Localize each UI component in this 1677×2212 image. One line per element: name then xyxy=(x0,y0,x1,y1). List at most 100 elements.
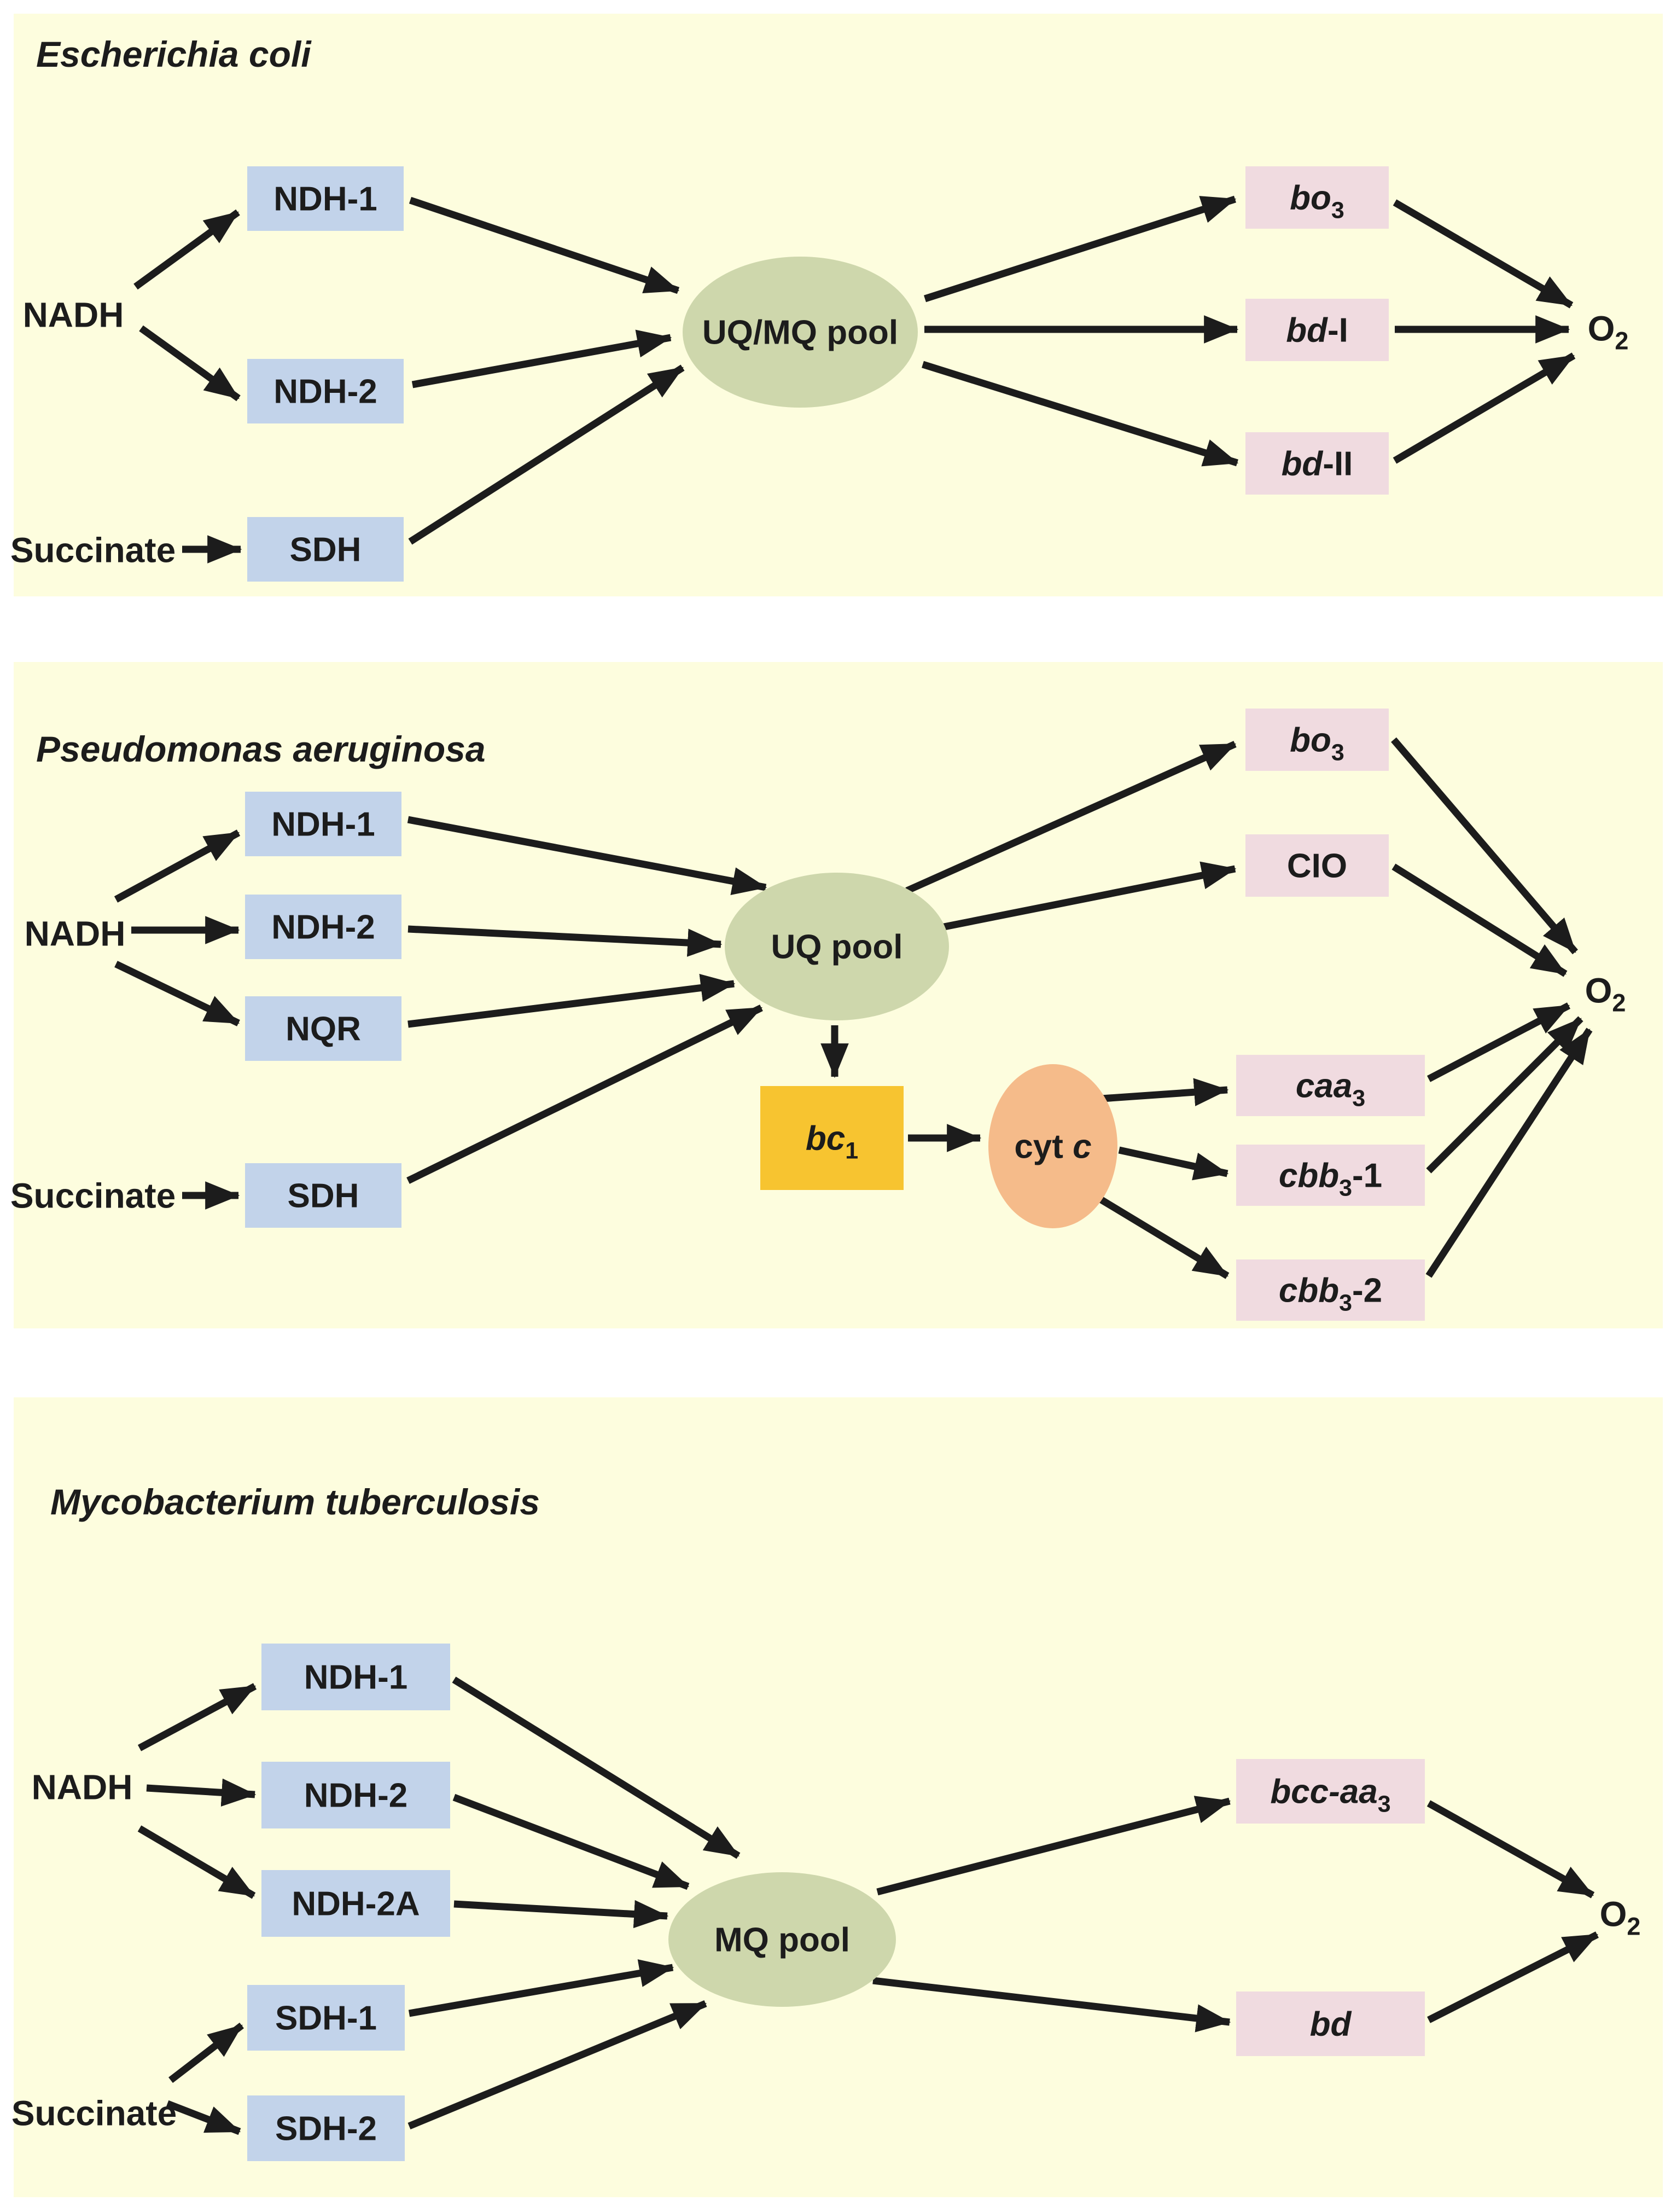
node-nqr-label: NQR xyxy=(286,1011,361,1048)
arrow-ndh-2-to-uq-pool xyxy=(407,925,723,957)
node-ndh-2-box xyxy=(247,359,404,423)
node-nadh-label: NADH xyxy=(25,914,126,953)
node-ndh-2-box xyxy=(245,895,401,959)
arrow-cbb3-1-to-o2 xyxy=(1426,1016,1583,1174)
arrow-bo3-to-o2 xyxy=(1393,199,1574,309)
arrow-nadh-to-nqr xyxy=(114,961,240,1026)
node-sdh-2-label: SDH-2 xyxy=(275,2110,377,2148)
arrow-nadh-to-ndh-2 xyxy=(139,325,241,402)
arrow-cyt-c-to-caa3 xyxy=(1101,1078,1229,1106)
panel-pseudomonas-aeruginosa: Pseudomonas aeruginosaNADHSuccinateNDH-1… xyxy=(10,662,1663,1328)
node-bd-i-box xyxy=(1245,299,1389,361)
arrow-caa3-to-o2 xyxy=(1426,1002,1571,1082)
arrow-ndh-1-to-uq-pool xyxy=(407,816,767,895)
node-nadh-label: NADH xyxy=(23,295,124,334)
panel-mycobacterium-tuberculosis-title: Mycobacterium tuberculosis xyxy=(50,1482,540,1522)
node-ndh-1-label: NDH-1 xyxy=(273,181,377,218)
node-o2-label: O2 xyxy=(1600,1894,1641,1940)
arrow-bo3-to-o2 xyxy=(1391,737,1578,955)
node-ndh-1-box xyxy=(247,166,404,231)
node-mq-pool-ellipse xyxy=(668,1872,896,2007)
node-bd-box xyxy=(1236,1992,1425,2056)
arrow-cyt-c-to-cbb3-2 xyxy=(1098,1196,1230,1279)
arrow-nadh-to-ndh-1 xyxy=(114,829,241,903)
node-uq-pool-label: UQ pool xyxy=(771,928,902,966)
node-bo3-box xyxy=(1245,166,1389,229)
arrow-ndh-1-to-uq-mq-pool xyxy=(409,196,680,294)
node-bo3-label: bo3 xyxy=(1290,179,1344,224)
arrow-cyt-c-to-cbb3-1 xyxy=(1118,1146,1229,1181)
node-ndh-2a-box xyxy=(261,1870,450,1937)
node-caa3-box xyxy=(1236,1055,1425,1116)
node-cbb3-1-label: cbb3-1 xyxy=(1279,1157,1382,1201)
node-bc1-label: bc1 xyxy=(806,1120,858,1164)
node-cbb3-2-box xyxy=(1236,1259,1425,1321)
node-sdh-1-label: SDH-1 xyxy=(275,2000,377,2037)
arrow-nqr-to-uq-pool xyxy=(407,973,736,1028)
node-cyt-c-label: cyt c xyxy=(1014,1128,1091,1166)
arrow-bcc-aa3-to-o2 xyxy=(1426,1800,1595,1899)
node-ndh-1-label: NDH-1 xyxy=(304,1659,407,1697)
node-cbb3-2-label: cbb3-2 xyxy=(1279,1272,1382,1316)
node-bcc-aa3-box xyxy=(1236,1759,1425,1824)
node-nqr-box xyxy=(245,996,401,1061)
node-bo3-label: bo3 xyxy=(1290,722,1344,766)
node-sdh-box xyxy=(247,517,404,582)
arrow-nadh-to-ndh-2a xyxy=(137,1825,256,1899)
arrow-uq-pool-to-cio xyxy=(938,861,1237,932)
node-uq-mq-pool-ellipse xyxy=(683,257,918,408)
arrow-cio-to-o2 xyxy=(1391,863,1568,977)
node-cio-box xyxy=(1245,834,1389,897)
node-ndh-2a-label: NDH-2A xyxy=(292,1885,420,1923)
node-succinate-label: Succinate xyxy=(11,2093,177,2133)
arrow-succinate-to-sdh-2 xyxy=(166,2100,241,2135)
node-cyt-c-ellipse xyxy=(988,1064,1117,1228)
arrow-ndh-2-to-uq-mq-pool xyxy=(411,329,672,388)
arrow-sdh-to-uq-pool xyxy=(406,1005,763,1184)
node-bc1-box xyxy=(760,1086,904,1190)
arrow-sdh-1-to-mq-pool xyxy=(408,1959,674,2017)
arrow-uq-mq-pool-to-bd-ii xyxy=(922,361,1239,467)
node-succinate-label: Succinate xyxy=(10,530,176,570)
node-sdh-label: SDH xyxy=(290,531,362,569)
node-bo3-box xyxy=(1245,709,1389,771)
arrow-nadh-to-ndh-1 xyxy=(137,1683,257,1751)
node-succinate-label: Succinate xyxy=(10,1176,176,1215)
arrow-succinate-to-sdh-1 xyxy=(168,2022,244,2083)
node-bcc-aa3-label: bcc-aa3 xyxy=(1270,1773,1390,1818)
node-bd-label: bd xyxy=(1310,2006,1352,2043)
node-nadh-label: NADH xyxy=(32,1767,133,1807)
arrow-ndh-2a-to-mq-pool xyxy=(453,1900,669,1929)
node-ndh-2-label: NDH-2 xyxy=(271,909,375,947)
node-o2-label: O2 xyxy=(1585,971,1626,1017)
node-bd-ii-label: bd-II xyxy=(1282,445,1353,483)
panel-escherichia-coli-title: Escherichia coli xyxy=(36,34,312,74)
arrow-nadh-to-ndh-2 xyxy=(146,1778,257,1807)
node-ndh-2-box xyxy=(261,1762,450,1828)
node-uq-pool-ellipse xyxy=(725,873,949,1020)
node-cio-label: CIO xyxy=(1287,847,1347,885)
arrow-sdh-2-to-mq-pool xyxy=(407,2000,707,2130)
node-ndh-2-label: NDH-2 xyxy=(273,373,377,411)
panel-pseudomonas-aeruginosa-title: Pseudomonas aeruginosa xyxy=(36,729,486,769)
arrow-cbb3-2-to-o2 xyxy=(1425,1027,1593,1278)
node-o2-label: O2 xyxy=(1588,309,1629,355)
arrow-bd-to-o2 xyxy=(1427,1931,1599,2023)
node-bd-ii-box xyxy=(1245,432,1389,495)
node-sdh-box xyxy=(245,1163,401,1228)
node-sdh-1-box xyxy=(247,1985,405,2051)
node-ndh-1-box xyxy=(245,792,401,856)
arrow-ndh-1-to-mq-pool xyxy=(452,1676,741,1859)
node-ndh-1-box xyxy=(261,1644,450,1710)
arrow-sdh-to-uq-mq-pool xyxy=(408,364,685,545)
arrow-bd-ii-to-o2 xyxy=(1393,352,1576,464)
node-ndh-2-label: NDH-2 xyxy=(304,1777,407,1815)
node-mq-pool-label: MQ pool xyxy=(714,1921,850,1959)
node-sdh-2-box xyxy=(247,2095,405,2161)
arrow-uq-mq-pool-to-bo3 xyxy=(924,195,1237,303)
arrow-ndh-2-to-mq-pool xyxy=(452,1793,690,1890)
